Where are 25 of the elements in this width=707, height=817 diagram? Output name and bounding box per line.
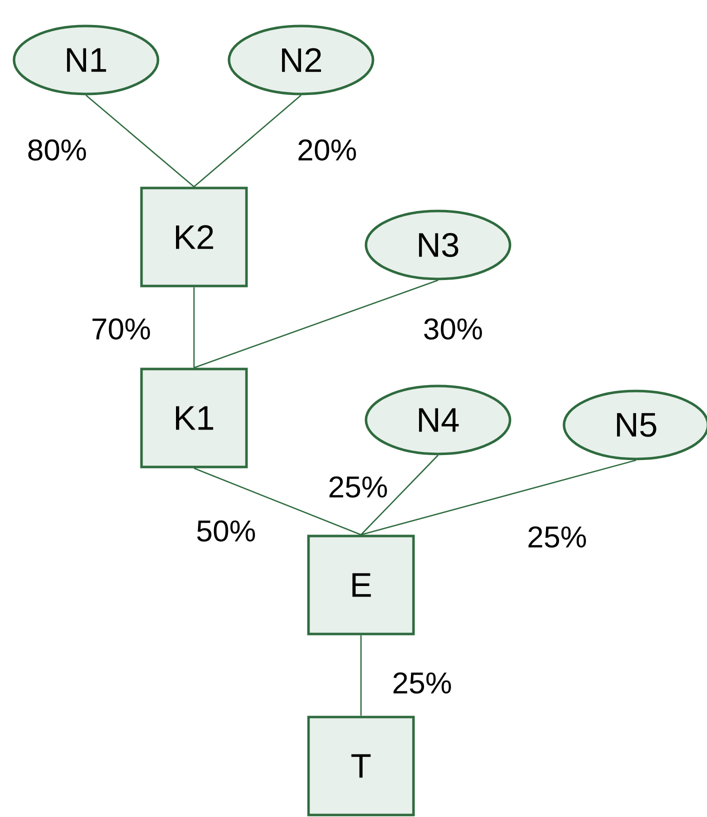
square-node: E: [307, 534, 415, 636]
edge-label: 30%: [424, 318, 482, 340]
edge-label: 25%: [528, 526, 586, 548]
connector-line: [86, 94, 194, 188]
connector-line: [360, 635, 362, 716]
edge-label: 70%: [92, 318, 150, 340]
connector-line: [360, 454, 438, 536]
square-node: K1: [140, 368, 248, 468]
ellipse-node: N2: [228, 24, 374, 96]
edge-label: 50%: [197, 520, 255, 542]
ellipse-node: N5: [562, 390, 707, 460]
edge-label: 25%: [329, 476, 387, 498]
connector-line: [193, 287, 195, 368]
connector-line: [194, 94, 302, 188]
connector-line: [194, 280, 438, 368]
edge-label: 25%: [393, 672, 451, 694]
square-node: K2: [140, 186, 248, 288]
ellipse-node: N4: [364, 384, 512, 456]
ellipse-node: N3: [364, 210, 512, 280]
square-node: T: [307, 716, 415, 816]
connector-line: [194, 468, 362, 536]
edge-label: 80%: [28, 139, 86, 161]
ellipse-node: N1: [12, 24, 160, 96]
edge-label: 20%: [298, 139, 356, 161]
connector-line: [360, 460, 636, 536]
